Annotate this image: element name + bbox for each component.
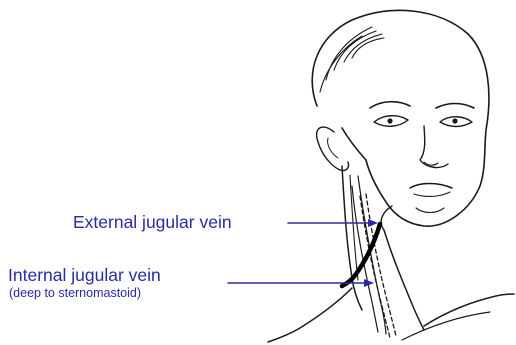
neck-front — [384, 230, 424, 330]
external-jugular-label: External jugular vein — [73, 212, 232, 233]
right-pupil — [452, 118, 457, 123]
shoulder-left — [268, 288, 352, 342]
internal-jugular-label: Internal jugular vein — [8, 265, 161, 286]
clavicle — [402, 312, 490, 340]
external-arrowhead — [368, 219, 378, 227]
internal-jugular-note: (deep to sternomastoid) — [9, 286, 141, 300]
internal-jugular-vein-dashed-2 — [366, 194, 396, 336]
neck-back-2 — [350, 175, 358, 280]
mouth — [410, 184, 452, 189]
jaw-under — [381, 206, 392, 230]
head-outline — [312, 10, 489, 226]
ear-inner — [328, 138, 338, 158]
external-jugular-vein — [342, 224, 380, 286]
chin — [416, 208, 444, 213]
shoulder-right — [424, 294, 514, 326]
ear — [317, 127, 349, 170]
nose — [420, 126, 448, 167]
right-brow — [436, 104, 474, 109]
left-pupil — [387, 118, 392, 123]
lower-lip — [414, 192, 450, 196]
left-brow — [370, 102, 410, 108]
